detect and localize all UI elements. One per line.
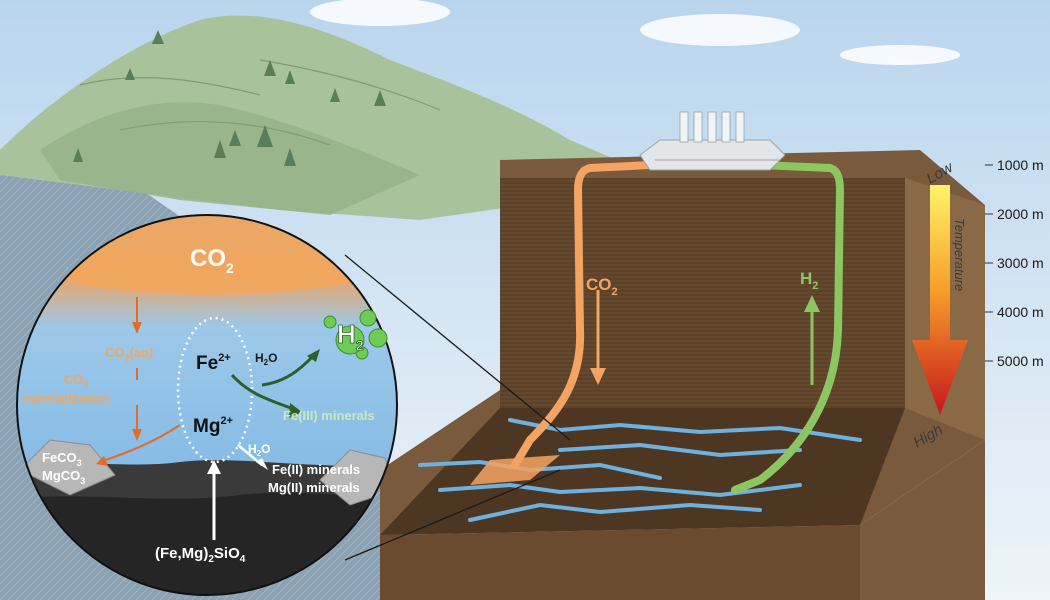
fe2-label: Fe2+ (196, 352, 231, 374)
zoom-line-bottom (344, 469, 561, 561)
fracture-floor (380, 408, 905, 535)
co2-plume (470, 455, 560, 485)
fe2-arrowhead (256, 458, 268, 470)
olivine-arrowhead (207, 460, 221, 474)
mgco3-label: MgCO3 (42, 468, 85, 486)
h2-up-arrowhead (804, 295, 820, 312)
h2o-label-a: H2O (255, 351, 277, 367)
fe3-minerals-label: Fe(III) minerals (283, 408, 375, 423)
co2-mineralization-co2: CO2 (64, 372, 89, 390)
olivine-label: (Fe,Mg)2SiO4 (155, 545, 246, 565)
feco3-label: FeCO3 (42, 450, 82, 468)
mineralization-label: mineralization (22, 391, 109, 406)
fe3-arrowhead (289, 403, 302, 418)
depth-scale: 1000 m 2000 m 3000 m 4000 m 5000 m (985, 157, 1044, 369)
temperature-arrow (912, 185, 968, 415)
tree-icon (73, 30, 386, 166)
zoom-line-top (344, 254, 571, 441)
h2-evolve-arrow (261, 353, 316, 387)
zoom-circle-border (16, 214, 398, 596)
co2-pipe-label: CO2 (586, 275, 618, 298)
h2-evolve-arrowhead (307, 349, 320, 362)
depth-label-3000: 3000 m (997, 255, 1044, 271)
h2-bubble-label: H2 (337, 319, 364, 353)
clouds (310, 0, 960, 65)
soil-side (860, 440, 985, 600)
co2-down-arrowhead (590, 368, 606, 385)
fe2-minerals-label: Fe(II) minerals (272, 462, 360, 477)
temperature-title: Temperature (952, 218, 967, 291)
h2-pipe-label: H2 (800, 269, 818, 292)
injection-facility-icon (639, 111, 786, 171)
depth-label-2000: 2000 m (997, 206, 1044, 222)
carbonate-arrow (99, 424, 181, 463)
hill-near (40, 102, 420, 215)
fe3-arrow (230, 373, 297, 412)
h2o-label-b: H2O (248, 442, 270, 458)
h2-bubble-icon (323, 309, 388, 360)
carbonate-arrowhead (96, 456, 108, 466)
mg2-label: Mg2+ (193, 415, 233, 437)
cross-section-back (500, 178, 905, 408)
soil-front (380, 525, 860, 600)
depth-label-1000: 1000 m (997, 157, 1044, 173)
h2-production-pipe (731, 161, 845, 494)
depth-label-5000: 5000 m (997, 353, 1044, 369)
co2-aq-label: CO2(aq) (105, 345, 153, 363)
co2-dissolve-arrowhead (132, 322, 142, 334)
mg2-minerals-label: Mg(II) minerals (268, 480, 360, 495)
hill-contours (79, 59, 441, 146)
co2-carbonate-arrowhead (132, 429, 142, 441)
depth-label-4000: 4000 m (997, 304, 1044, 320)
co2-top-label: CO2 (190, 245, 234, 276)
